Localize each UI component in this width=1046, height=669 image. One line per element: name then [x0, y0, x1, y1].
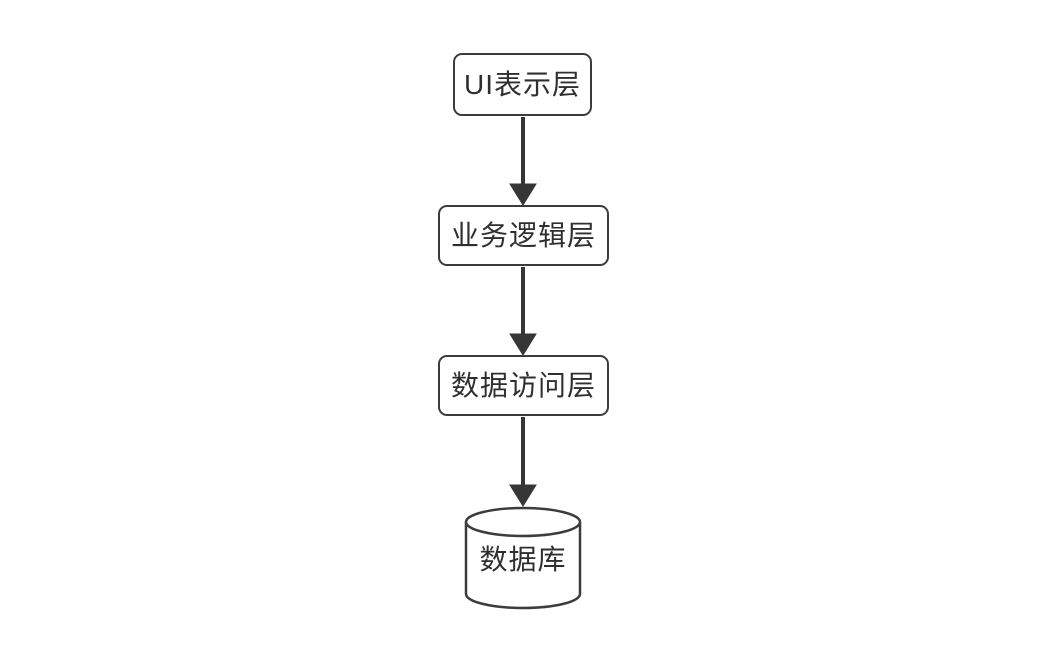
node-ui-layer-label: UI表示层	[463, 68, 581, 100]
arrow-business-to-dataaccess	[509, 267, 537, 356]
node-ui-layer: UI表示层	[453, 53, 592, 116]
node-business-logic-layer-label: 业务逻辑层	[450, 219, 596, 251]
node-business-logic-layer: 业务逻辑层	[438, 205, 609, 266]
node-database-label: 数据库	[479, 544, 567, 575]
arrow-dataaccess-to-database	[509, 417, 537, 507]
node-data-access-layer-label: 数据访问层	[450, 369, 596, 401]
node-data-access-layer: 数据访问层	[438, 355, 609, 416]
arrow-ui-to-business	[509, 117, 537, 206]
